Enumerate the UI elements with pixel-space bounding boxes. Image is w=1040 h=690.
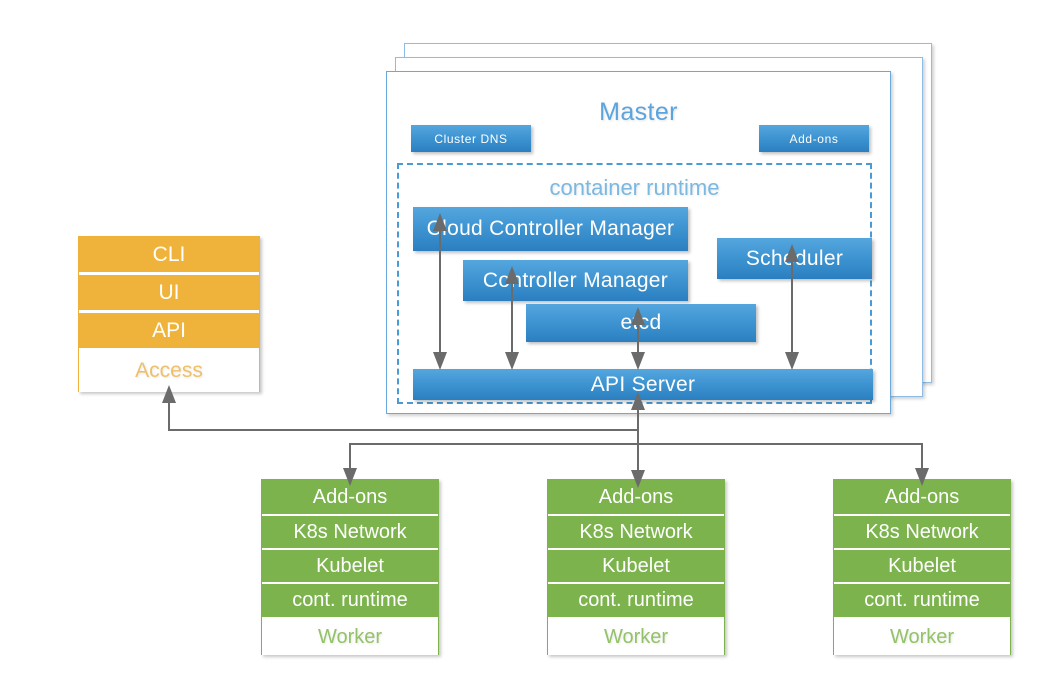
worker-2-row-addons[interactable]: Add-ons: [548, 480, 724, 514]
worker-1-row-kubelet[interactable]: Kubelet: [262, 550, 438, 582]
worker-3-row-addons[interactable]: Add-ons: [834, 480, 1010, 514]
worker-2-footer: Worker: [548, 619, 724, 655]
connector-bus-to-worker-3: [638, 443, 929, 486]
worker-node-3: Add-ons K8s Network Kubelet cont. runtim…: [833, 479, 1011, 655]
api-server-box[interactable]: API Server: [413, 369, 873, 400]
worker-1-row-addons[interactable]: Add-ons: [262, 480, 438, 514]
worker-node-1: Add-ons K8s Network Kubelet cont. runtim…: [261, 479, 439, 655]
access-stack: CLI UI API Access: [78, 236, 260, 392]
container-runtime-title: container runtime: [549, 175, 720, 200]
connector-bus-to-worker-1: [343, 443, 638, 486]
worker-3-row-cont-runtime[interactable]: cont. runtime: [834, 584, 1010, 617]
cloud-controller-manager-box[interactable]: Cloud Controller Manager: [413, 207, 688, 251]
worker-1-row-cont-runtime[interactable]: cont. runtime: [262, 584, 438, 617]
access-row-api[interactable]: API: [79, 313, 259, 348]
access-row-cli[interactable]: CLI: [79, 237, 259, 272]
master-panel: Master Cluster DNS Add-ons container run…: [386, 71, 891, 414]
worker-3-footer: Worker: [834, 619, 1010, 655]
cluster-dns-box[interactable]: Cluster DNS: [411, 125, 531, 152]
master-title: Master: [599, 98, 678, 126]
worker-3-row-kubelet[interactable]: Kubelet: [834, 550, 1010, 582]
controller-manager-box[interactable]: Controller Manager: [463, 260, 688, 301]
etcd-box[interactable]: etcd: [526, 304, 756, 342]
worker-node-2: Add-ons K8s Network Kubelet cont. runtim…: [547, 479, 725, 655]
access-row-ui[interactable]: UI: [79, 275, 259, 310]
worker-2-row-cont-runtime[interactable]: cont. runtime: [548, 584, 724, 617]
addons-box[interactable]: Add-ons: [759, 125, 869, 152]
worker-3-row-k8s-network[interactable]: K8s Network: [834, 516, 1010, 548]
worker-1-footer: Worker: [262, 619, 438, 655]
scheduler-box[interactable]: Scheduler: [717, 238, 872, 279]
worker-2-row-kubelet[interactable]: Kubelet: [548, 550, 724, 582]
worker-1-row-k8s-network[interactable]: K8s Network: [262, 516, 438, 548]
access-footer: Access: [79, 350, 259, 392]
worker-2-row-k8s-network[interactable]: K8s Network: [548, 516, 724, 548]
